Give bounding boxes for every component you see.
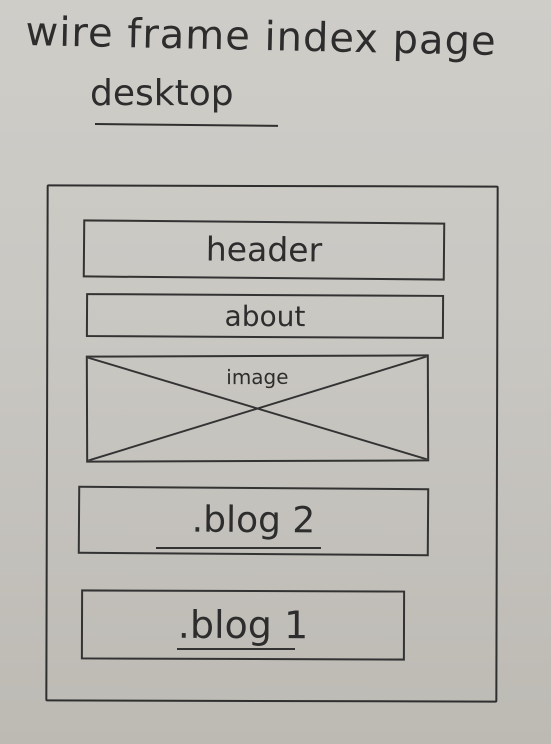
page-subtitle: desktop <box>90 73 234 114</box>
subtitle-underline <box>94 123 279 127</box>
image-placeholder-cross <box>87 356 428 461</box>
about-section-label: about <box>224 299 306 334</box>
blog-1-underline <box>177 648 295 650</box>
about-section-box: about <box>85 293 445 339</box>
blog-1-section-label: .blog 1 <box>177 602 309 648</box>
blog-2-section-label: .blog 2 <box>191 499 316 542</box>
header-section-label: header <box>205 229 323 270</box>
image-placeholder-box: image <box>85 354 430 463</box>
blog-2-underline <box>156 547 321 549</box>
image-placeholder-label: image <box>226 364 289 390</box>
page-title: wire frame index page <box>25 9 498 65</box>
blog-2-section-box: .blog 2 <box>77 485 430 557</box>
header-section-box: header <box>82 219 446 281</box>
